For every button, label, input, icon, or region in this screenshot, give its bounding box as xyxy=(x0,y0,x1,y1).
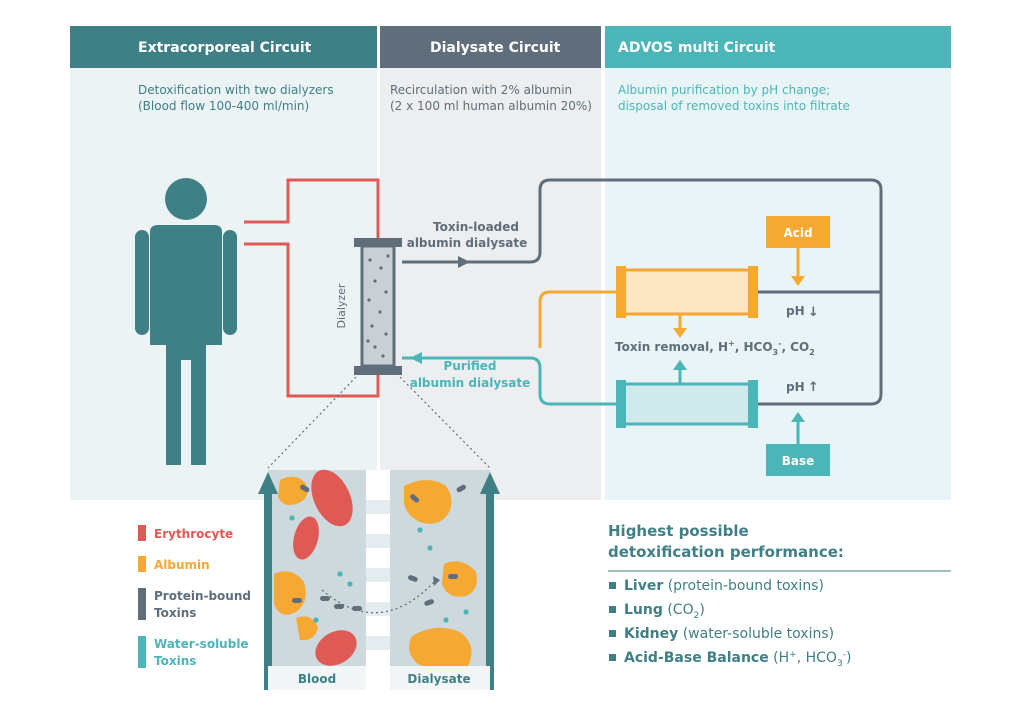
toxin-loaded-arrow xyxy=(458,256,470,268)
bullet-lung xyxy=(609,606,616,613)
panel-dialysate xyxy=(380,68,601,500)
purified-label-2: albumin dialysate xyxy=(410,376,531,390)
purified-line xyxy=(402,356,620,406)
legend-swatch-protein-bound xyxy=(138,588,146,620)
acid-label: Acid xyxy=(783,226,812,240)
toxin-loaded-label-1: Toxin-loaded xyxy=(433,220,519,234)
acid-arrow-head xyxy=(791,276,805,286)
base-up-arrow-head xyxy=(673,360,687,370)
performance-title-2: detoxification performance: xyxy=(608,543,844,561)
blood-line-return xyxy=(244,242,380,398)
zoom-view xyxy=(258,469,500,690)
purified-arrow xyxy=(410,352,422,364)
performance-title-1: Highest possible xyxy=(608,522,749,540)
dialysate-desc-2: (2 x 100 ml human albumin 20%) xyxy=(390,99,592,113)
acid-filter xyxy=(616,266,758,318)
acid-box xyxy=(766,216,830,248)
patient-figure-icon xyxy=(135,178,237,465)
base-box xyxy=(766,444,830,476)
base-label: Base xyxy=(782,454,815,468)
legend-protein-bound-label-1: Protein-bound xyxy=(154,589,251,603)
header-extracorporeal-bar xyxy=(70,26,377,68)
acid-loop-line xyxy=(538,290,620,348)
purified-label-1: Purified xyxy=(444,359,497,373)
legend: Erythrocyte Albumin Protein-bound Toxins… xyxy=(138,525,251,668)
dialyzer xyxy=(354,238,402,375)
base-arrow-head xyxy=(791,412,805,422)
legend-water-soluble-label-1: Water-soluble xyxy=(154,637,249,651)
ph-down-label: pH xyxy=(786,304,805,318)
dialysate-desc-1: Recirculation with 2% albumin xyxy=(390,83,572,97)
extracorporeal-desc-1: Detoxification with two dialyzers xyxy=(138,83,334,97)
legend-water-soluble-label-2: Toxins xyxy=(154,654,196,668)
header-dialysate-bar xyxy=(380,26,601,68)
header-advos-bar xyxy=(605,26,951,68)
performance-item-kidney: Kidney (water-soluble toxins) xyxy=(624,626,834,642)
legend-swatch-water-soluble xyxy=(138,636,146,668)
toxin-loaded-label-2: albumin dialysate xyxy=(407,236,528,250)
bullet-acid-base xyxy=(609,654,616,661)
toxin-loaded-line xyxy=(402,178,883,406)
performance-panel: Highest possible detoxification performa… xyxy=(608,522,951,669)
ph-down-arrow-icon: ↓ xyxy=(808,305,819,320)
zoom-dialysate-label: Dialysate xyxy=(407,672,470,686)
header-advos-title: ADVOS multi Circuit xyxy=(618,40,776,56)
zoom-line-right xyxy=(399,376,491,469)
header-dialysate-title: Dialysate Circuit xyxy=(430,40,561,56)
legend-swatch-albumin xyxy=(138,556,146,572)
header-extracorporeal-title: Extracorporeal Circuit xyxy=(138,40,312,56)
ph-up-arrow-icon: ↑ xyxy=(808,380,819,395)
toxin-removal-label: Toxin removal, H+, HCO3-, CO2 xyxy=(615,339,815,357)
performance-item-acid-base: Acid-Base Balance (H+, HCO3-) xyxy=(624,650,851,669)
blood-line-out xyxy=(244,178,380,240)
acid-down-arrow-head xyxy=(673,328,687,338)
legend-swatch-erythrocyte xyxy=(138,525,146,541)
advos-desc-1: Albumin purification by pH change; xyxy=(618,83,830,97)
legend-protein-bound-label-2: Toxins xyxy=(154,606,196,620)
ph-up-label: pH xyxy=(786,380,805,394)
legend-erythrocyte-label: Erythrocyte xyxy=(154,527,233,541)
bullet-liver xyxy=(609,582,616,589)
dialyzer-label: Dialyzer xyxy=(335,283,348,328)
advos-desc-2: disposal of removed toxins into filtrate xyxy=(618,99,850,113)
bullet-kidney xyxy=(609,630,616,637)
base-filter xyxy=(616,380,758,428)
extracorporeal-desc-2: (Blood flow 100-400 ml/min) xyxy=(138,99,309,113)
zoom-line-left xyxy=(267,376,357,469)
performance-item-liver: Liver (protein-bound toxins) xyxy=(624,578,824,594)
legend-albumin-label: Albumin xyxy=(154,558,210,572)
performance-item-lung: Lung (CO2) xyxy=(624,602,705,621)
zoom-blood-label: Blood xyxy=(298,672,336,686)
